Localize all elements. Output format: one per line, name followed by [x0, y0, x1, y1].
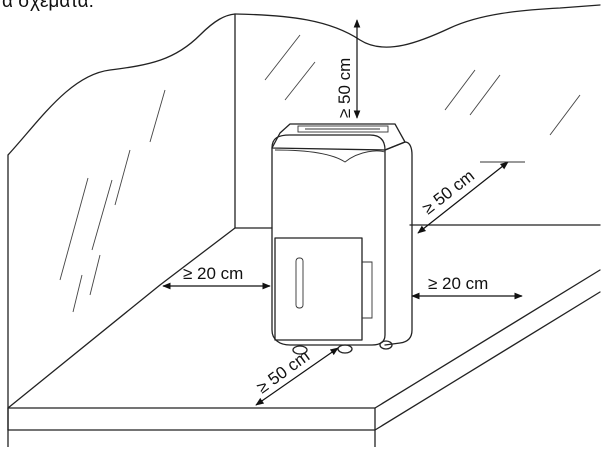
arrow-front [255, 347, 339, 406]
wall-hatching [59, 34, 581, 313]
dimension-arrows [162, 19, 525, 406]
front-top-curve [274, 149, 386, 163]
unit-body-side [384, 141, 413, 346]
control-panel [297, 125, 389, 133]
label-top: ≥ 50 cm [335, 58, 354, 118]
label-left: ≥ 20 cm [183, 264, 243, 283]
caster-back-right [379, 340, 393, 350]
label-right: ≥ 20 cm [428, 274, 488, 293]
water-level-window [295, 257, 304, 309]
dehumidifier-unit [271, 123, 413, 355]
unit-top-panel [271, 123, 406, 151]
arrow-back-right [417, 161, 509, 234]
floor-front-edge [7, 269, 601, 409]
water-tank [274, 237, 363, 341]
left-wall [7, 13, 236, 431]
back-wall-top-edge [234, 4, 601, 48]
unit-body-front [271, 134, 386, 346]
caption-text: α σχέματα: [2, 0, 94, 12]
floor-slab [7, 269, 601, 448]
water-tank-handle [362, 261, 373, 319]
caster-front-right [337, 344, 353, 354]
dimension-labels: ≥ 50 cm ≥ 20 cm ≥ 20 cm ≥ 50 cm ≥ 50 cm [183, 58, 488, 398]
